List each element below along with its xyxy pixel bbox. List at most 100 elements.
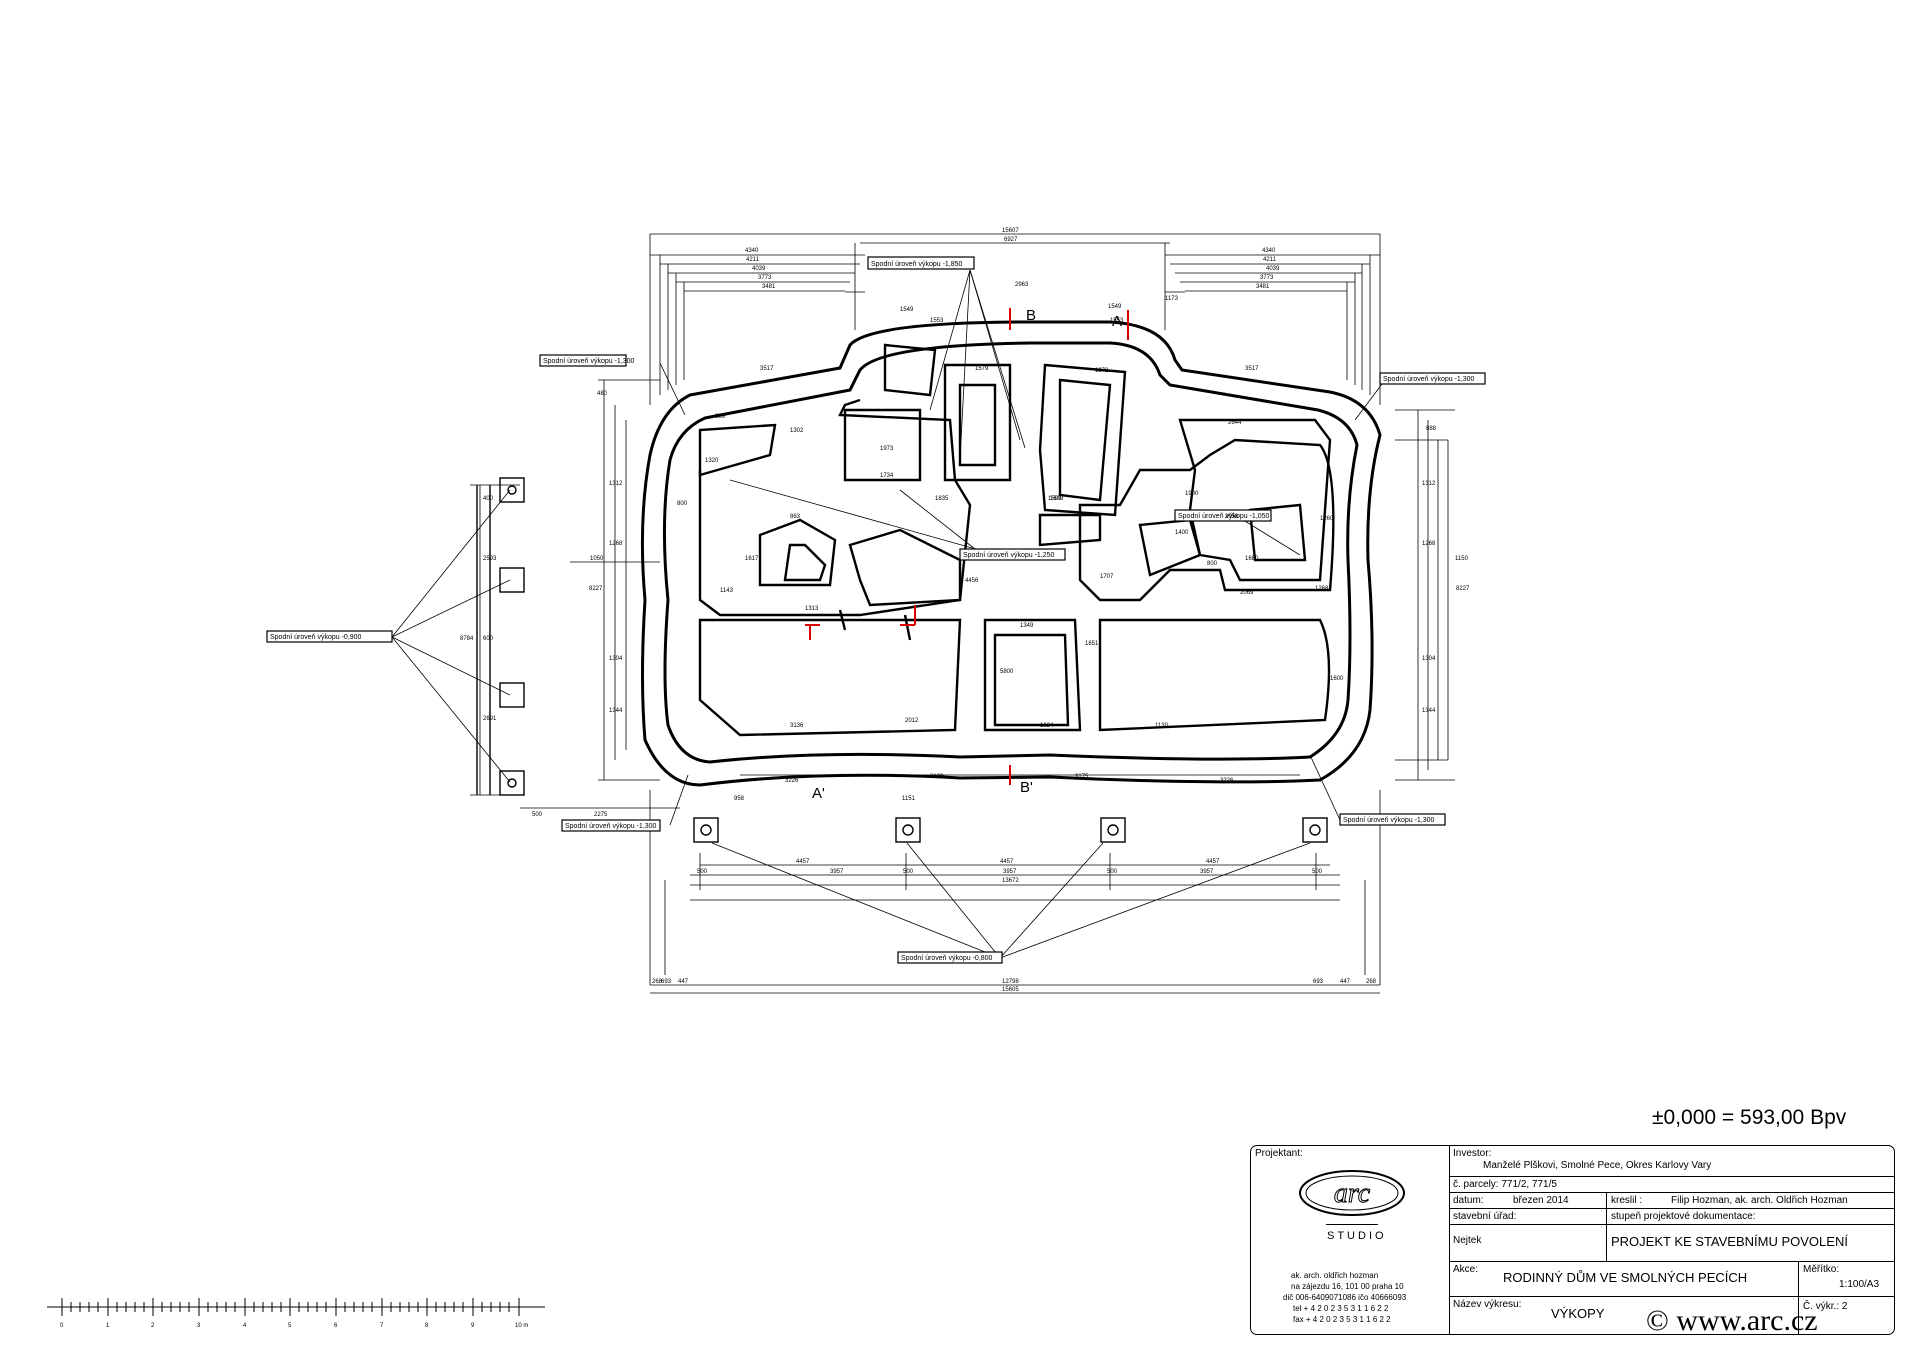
level-label-br: Spodní úroveň výkopu -1,300 [1343, 817, 1435, 824]
svg-text:4457: 4457 [1000, 859, 1014, 865]
svg-text:6: 6 [334, 1323, 338, 1329]
svg-text:689: 689 [715, 414, 726, 420]
elevation-reference: ±0,000 = 593,00 Bpv [1652, 1106, 1847, 1129]
svg-text:4039: 4039 [1266, 266, 1280, 272]
svg-text:500: 500 [1107, 869, 1118, 875]
svg-text:800: 800 [1207, 561, 1218, 567]
svg-text:1302: 1302 [790, 428, 804, 434]
svg-text:1680: 1680 [1245, 556, 1259, 562]
svg-text:1143: 1143 [720, 588, 734, 594]
svg-text:2963: 2963 [1015, 282, 1029, 288]
svg-text:1349: 1349 [1020, 623, 1034, 629]
drawn-value: Filip Hozman, ak. arch. Oldřich Hozman [1671, 1195, 1848, 1206]
svg-text:1268: 1268 [1315, 586, 1329, 592]
stage-value: PROJEKT KE STAVEBNÍMU POVOLENÍ [1611, 1234, 1848, 1249]
svg-text:3226: 3226 [785, 778, 799, 784]
svg-text:2593: 2593 [483, 556, 497, 562]
side-dimension-values: 8227 8227 1312 1312 1268 1268 1304 1304 … [460, 391, 1470, 818]
svg-text:8227: 8227 [1456, 586, 1470, 592]
svg-text:2691: 2691 [483, 716, 497, 722]
svg-text:1: 1 [106, 1323, 110, 1329]
scale-bar [47, 1298, 545, 1316]
investor-value: Manželé Plškovi, Smolné Pece, Okres Karl… [1483, 1160, 1712, 1171]
svg-text:4: 4 [243, 1323, 247, 1329]
svg-text:3481: 3481 [762, 284, 776, 290]
svg-text:5: 5 [288, 1323, 292, 1329]
svg-text:1549: 1549 [1108, 304, 1122, 310]
svg-text:500: 500 [1312, 869, 1323, 875]
svg-text:9: 9 [471, 1323, 475, 1329]
svg-text:4457: 4457 [796, 859, 810, 865]
svg-text:1312: 1312 [1422, 481, 1436, 487]
date-value: březen 2014 [1513, 1195, 1569, 1206]
svg-text:1400: 1400 [1175, 530, 1189, 536]
svg-text:15607: 15607 [1002, 228, 1019, 234]
svg-text:1268: 1268 [1422, 541, 1436, 547]
date-label: datum: [1453, 1195, 1484, 1206]
svg-text:3136: 3136 [790, 723, 804, 729]
inner-dimension-values: 3517 3517 2644 2056 1400 1680 800 1313 1… [677, 366, 1344, 682]
svg-text:1900: 1900 [1185, 491, 1199, 497]
svg-text:888: 888 [1426, 426, 1437, 432]
svg-text:4340: 4340 [1262, 248, 1276, 254]
arc-logo-icon: arc [1299, 1170, 1405, 1216]
svg-text:4211: 4211 [746, 257, 760, 263]
copyright-notice: © www.arc.cz [1646, 1304, 1818, 1337]
svg-text:1320: 1320 [705, 458, 719, 464]
svg-text:3226: 3226 [1220, 778, 1234, 784]
drawing-value: VÝKOPY [1551, 1306, 1605, 1321]
svg-text:1617: 1617 [745, 556, 759, 562]
svg-text:3481: 3481 [1256, 284, 1270, 290]
interior-walls [698, 343, 1335, 737]
svg-text:480: 480 [597, 391, 608, 397]
svg-text:3129: 3129 [930, 774, 944, 780]
svg-text:693: 693 [661, 979, 672, 985]
leader-lines [391, 269, 1386, 959]
svg-text:863: 863 [790, 514, 801, 520]
level-label-top: Spodní úroveň výkopu -1,850 [871, 261, 963, 268]
svg-text:1835: 1835 [935, 496, 949, 502]
svg-text:1304: 1304 [1422, 656, 1436, 662]
svg-text:2275: 2275 [594, 812, 608, 818]
drawn-label: kreslil : [1611, 1195, 1643, 1206]
svg-text:4457: 4457 [1206, 859, 1220, 865]
stage-label: stupeň projektové dokumentace: [1611, 1211, 1756, 1222]
svg-text:13672: 13672 [1002, 878, 1019, 884]
section-cut-marks [805, 308, 1129, 785]
level-label-bl: Spodní úroveň výkopu -1,300 [565, 823, 657, 830]
svg-text:3773: 3773 [1260, 275, 1274, 281]
svg-text:4456: 4456 [965, 578, 979, 584]
svg-text:4340: 4340 [745, 248, 759, 254]
bottom-footings [507, 485, 1328, 843]
level-label-boxes [266, 256, 1486, 964]
svg-text:3175: 3175 [1075, 774, 1089, 780]
scale-value: 1:100/A3 [1839, 1279, 1880, 1290]
svg-text:3517: 3517 [1245, 366, 1259, 372]
level-label-left: Spodní úroveň výkopu -0,900 [270, 634, 362, 641]
svg-text:2069: 2069 [1240, 590, 1254, 596]
svg-text:1173: 1173 [1165, 296, 1179, 302]
svg-text:1344: 1344 [1422, 708, 1436, 714]
svg-text:8: 8 [425, 1323, 429, 1329]
svg-text:1707: 1707 [1100, 574, 1114, 580]
excavation-outline [640, 320, 1382, 787]
svg-text:1150: 1150 [1455, 556, 1469, 562]
architect-name: ak. arch. oldřich hozman [1291, 1271, 1379, 1280]
svg-text:958: 958 [734, 796, 745, 802]
svg-text:arc: arc [1334, 1178, 1371, 1209]
studio-fax: fax + 4 2 0 2 3 5 3 1 1 6 2 2 [1293, 1315, 1391, 1324]
svg-text:1553: 1553 [1110, 318, 1124, 324]
svg-text:1734: 1734 [880, 473, 894, 479]
studio-label: STUDIO [1327, 1230, 1387, 1242]
svg-text:3957: 3957 [1200, 869, 1214, 875]
svg-text:3957: 3957 [830, 869, 844, 875]
svg-text:1651: 1651 [1085, 641, 1099, 647]
office-value: Nejtek [1453, 1235, 1482, 1246]
svg-text:1304: 1304 [609, 656, 623, 662]
svg-text:600: 600 [483, 636, 494, 642]
svg-text:2644: 2644 [1228, 420, 1242, 426]
studio-phone: tel + 4 2 0 2 3 5 3 1 1 6 2 2 [1293, 1304, 1389, 1313]
scale-bar-labels: 0 1 2 3 4 5 6 7 8 9 10 m [60, 1323, 528, 1329]
section-mark-b: B [1026, 307, 1036, 324]
